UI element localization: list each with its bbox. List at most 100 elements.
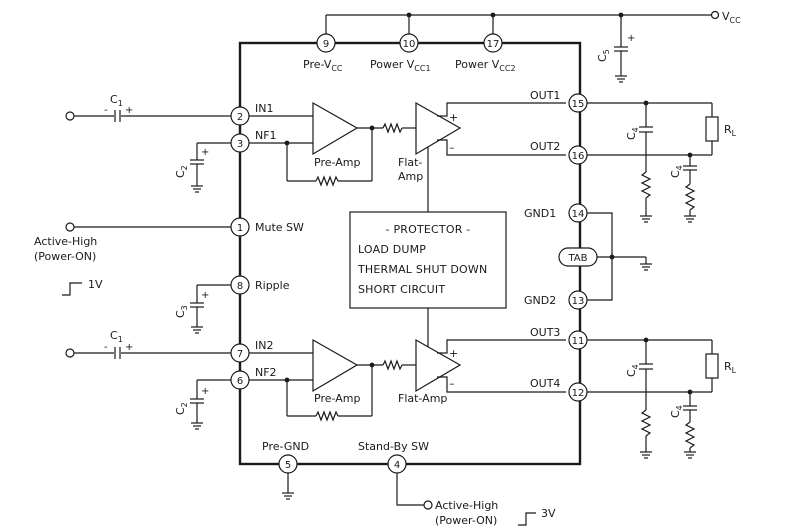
c3-label: C3 <box>174 305 189 318</box>
c4-out1-label: C4 <box>625 127 640 140</box>
pin-13: 13 <box>568 290 588 310</box>
pin-8: 8 <box>230 275 250 295</box>
svg-text:6: 6 <box>237 376 243 387</box>
pin-3-label: NF1 <box>255 129 277 142</box>
standby-note-line2: (Power-ON) <box>435 514 497 527</box>
flat-amp-2-minus: – <box>449 377 455 390</box>
output-2-load <box>587 337 719 459</box>
c1-bottom-plus: + <box>125 342 133 353</box>
pin-9: 9 <box>316 33 336 53</box>
pin-8-label: Ripple <box>255 279 290 292</box>
ground-tab-wiring <box>587 212 653 301</box>
c2-top-label: C2 <box>174 165 189 178</box>
vcc-rail <box>325 10 720 83</box>
flat-amp-1-minus: – <box>449 141 455 154</box>
pin-7-label: IN2 <box>255 339 273 352</box>
svg-text:7: 7 <box>237 349 243 360</box>
mute-wiring <box>65 222 231 232</box>
standby-note-line1: Active-High <box>435 499 498 512</box>
pre-amp-1-label: Pre-Amp <box>314 156 360 169</box>
pin-17-label: Power VCC2 <box>455 58 516 73</box>
pin-3: 3 <box>230 133 250 153</box>
mute-level-step <box>62 282 82 296</box>
tab-pad: TAB <box>558 247 598 267</box>
c3-plus: + <box>201 290 209 301</box>
protector-line-1: LOAD DUMP <box>358 243 426 256</box>
pre-amp-2 <box>249 338 416 422</box>
c2-top-plus: + <box>201 147 209 158</box>
flat-amp-1 <box>415 101 566 212</box>
flat-amp-1-label-a: Flat- <box>398 156 422 169</box>
pin-14: 14 <box>568 203 588 223</box>
pin-6: 6 <box>230 370 250 390</box>
mute-level: 1V <box>88 278 103 291</box>
c4-out2-label: C4 <box>669 165 684 178</box>
svg-text:1: 1 <box>237 223 243 234</box>
pin-7: 7 <box>230 343 250 363</box>
c1-bottom-minus: - <box>104 342 108 353</box>
c5-plus: + <box>627 33 635 44</box>
pre-amp-2-label: Pre-Amp <box>314 392 360 405</box>
c1-top-minus: - <box>104 105 108 116</box>
pin-5-label: Pre-GND <box>262 440 309 453</box>
svg-text:17: 17 <box>487 39 500 50</box>
svg-text:4: 4 <box>394 460 400 471</box>
svg-text:11: 11 <box>572 336 585 347</box>
c4-out3-label: C4 <box>625 364 640 377</box>
svg-text:14: 14 <box>572 209 585 220</box>
c1-top-label: C1 <box>110 93 123 108</box>
input-2-wiring <box>65 347 313 359</box>
input-1-wiring <box>65 110 313 122</box>
pin-15: 15 <box>568 93 588 113</box>
pin-10: 10 <box>399 33 419 53</box>
pin-15-label: OUT1 <box>530 89 560 102</box>
svg-text:8: 8 <box>237 281 243 292</box>
flat-amp-1-label-b: Amp <box>398 170 423 183</box>
protector-line-3: SHORT CIRCUIT <box>358 283 445 296</box>
pin-1-label: Mute SW <box>255 221 304 234</box>
pin-16: 16 <box>568 145 588 165</box>
svg-text:15: 15 <box>572 99 585 110</box>
pin-12: 12 <box>568 382 588 402</box>
c2-bottom-capacitor <box>190 379 231 430</box>
standby-level-step <box>518 512 536 526</box>
vcc-label: VCC <box>722 10 741 25</box>
c1-top-plus: + <box>125 105 133 116</box>
mute-note-line1: Active-High <box>34 235 97 248</box>
flat-amp-1-plus: + <box>449 111 458 124</box>
c2-bottom-plus: + <box>201 386 209 397</box>
pin-11: 11 <box>568 330 588 350</box>
pin-4-label: Stand-By SW <box>358 440 429 453</box>
svg-text:13: 13 <box>572 296 585 307</box>
protector-block <box>349 211 507 309</box>
pre-amp-1 <box>249 101 416 187</box>
flat-amp-2-plus: + <box>449 347 458 360</box>
svg-text:12: 12 <box>572 388 585 399</box>
svg-text:10: 10 <box>403 39 416 50</box>
c5-label: C5 <box>596 49 611 62</box>
output-1-load <box>587 100 719 223</box>
c2-top-capacitor <box>190 142 231 193</box>
pin-2: 2 <box>230 106 250 126</box>
pin-10-label: Power VCC1 <box>370 58 431 73</box>
pin-13-label: GND2 <box>524 294 556 307</box>
c4-out4-label: C4 <box>669 405 684 418</box>
svg-text:5: 5 <box>285 460 291 471</box>
pin-9-label: Pre-VCC <box>303 58 343 73</box>
svg-text:9: 9 <box>323 39 329 50</box>
pin-4: 4 <box>387 454 433 510</box>
c2-bottom-label: C2 <box>174 402 189 415</box>
svg-text:2: 2 <box>237 112 243 123</box>
rl-1-label: RL <box>724 123 737 138</box>
pin-2-label: IN1 <box>255 102 273 115</box>
mute-note-line2: (Power-ON) <box>34 250 96 263</box>
svg-text:3: 3 <box>237 139 243 150</box>
c3-capacitor <box>190 284 231 334</box>
rl-2-label: RL <box>724 360 737 375</box>
pin-5: 5 <box>278 454 298 500</box>
c1-bottom-label: C1 <box>110 329 123 344</box>
pin-11-label: OUT3 <box>530 326 560 339</box>
protector-line-2: THERMAL SHUT DOWN <box>357 263 487 276</box>
standby-level: 3V <box>541 507 556 520</box>
